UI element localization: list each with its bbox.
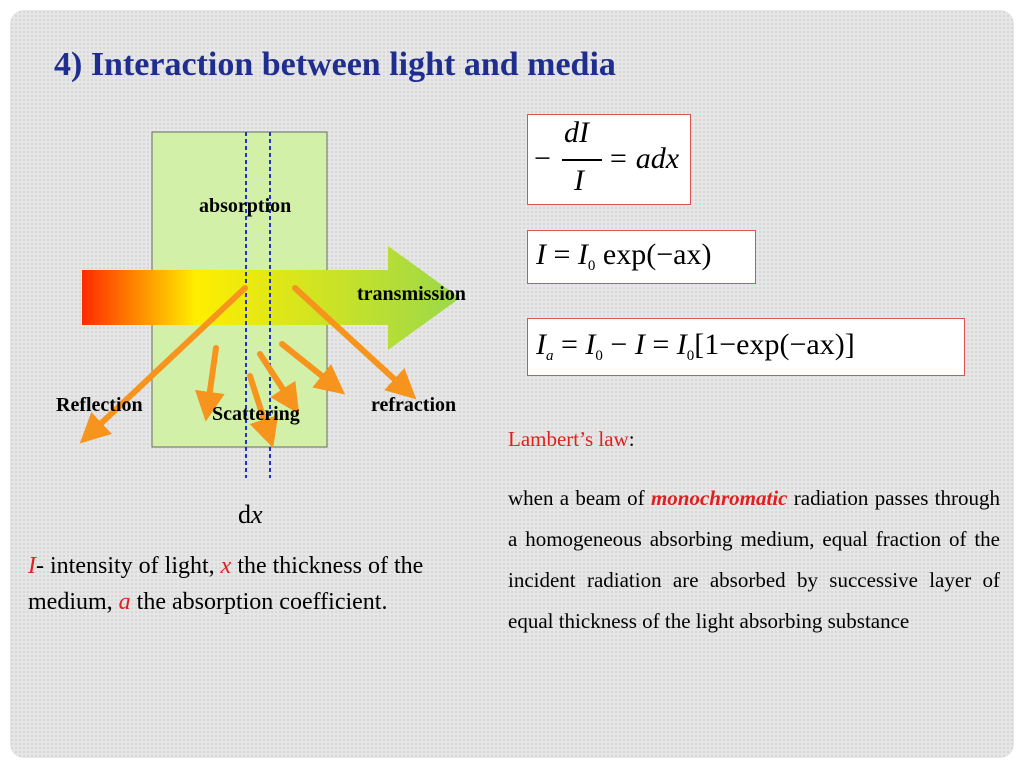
lambert-text-after: radiation passes through a homogeneous a… <box>508 486 1000 633</box>
eq1-numerator: dI <box>564 116 589 149</box>
scattering-label: Scattering <box>212 403 300 425</box>
eq2-exp: exp(−ax) <box>602 238 712 271</box>
scattering-arrow-3 <box>257 351 300 415</box>
eq3-Ia: I <box>536 328 546 361</box>
eq1-minus: − <box>534 142 551 175</box>
eq2-I0: I <box>577 238 588 271</box>
dx-x: x <box>251 500 263 529</box>
absorption-label: absorption <box>199 195 291 217</box>
eq1-fraction-bar <box>562 159 602 161</box>
reflection-arrow <box>79 285 248 444</box>
eq3-expression: Ia = I0 − I = I0[1−exp(−ax)] <box>536 328 855 365</box>
eq3-I0-first: I <box>585 328 596 361</box>
legend-text-2: the thickness of the medium, <box>28 553 424 615</box>
lambert-law-colon: : <box>628 427 635 451</box>
legend-var-a: a <box>118 589 131 615</box>
lambert-highlight: monochromatic <box>650 486 788 510</box>
eq3-equals-1: = <box>561 328 578 361</box>
eq3-subscript-0-first: 0 <box>595 348 603 364</box>
equation-3-box: Ia = I0 − I = I0[1−exp(−ax)] <box>527 318 965 376</box>
eq3-subscript-0-second: 0 <box>686 348 695 364</box>
dx-d: d <box>238 500 251 529</box>
reflection-label: Reflection <box>56 394 143 416</box>
legend-text-3: the absorption coefficient. <box>130 589 388 615</box>
refraction-label: refraction <box>371 394 456 416</box>
dx-label: dx <box>238 500 263 530</box>
eq3-I: I <box>634 328 645 361</box>
eq2-expression: I = I0 exp(−ax) <box>536 238 711 275</box>
eq3-equals-2: = <box>652 328 670 361</box>
refraction-arrow <box>292 285 417 400</box>
scattering-arrow-2 <box>247 373 279 448</box>
scattering-arrow-4 <box>279 341 346 395</box>
legend-text-1: - intensity of light, <box>36 553 221 579</box>
eq2-lhs: I <box>536 238 546 271</box>
page-title: 4) Interaction between light and media <box>54 46 616 83</box>
scattering-arrow-1 <box>194 345 225 422</box>
eq1-denominator: I <box>574 164 584 197</box>
equation-1-box: − dI I = adx <box>527 114 691 205</box>
variable-legend: I- intensity of light, x the thickness o… <box>28 548 478 620</box>
eq2-equals: = <box>553 238 571 271</box>
eq1-rhs: = adx <box>608 142 680 175</box>
legend-var-I: I <box>28 553 36 579</box>
light-beam-arrow <box>82 246 460 350</box>
equation-2-box: I = I0 exp(−ax) <box>527 230 756 284</box>
eq3-subscript-a: a <box>546 348 554 364</box>
lambert-law-label: Lambert’s law: <box>508 427 635 452</box>
lambert-law-title: Lambert’s law <box>508 427 629 451</box>
lambert-law-description: when a beam of monochromatic radiation p… <box>508 478 1000 642</box>
lambert-text-before: when a beam of <box>508 486 651 510</box>
eq3-minus: − <box>610 328 628 361</box>
eq3-bracket: [1−exp(−ax)] <box>694 328 855 361</box>
eq3-I0-second: I <box>676 328 687 361</box>
eq2-subscript-0: 0 <box>587 258 596 274</box>
legend-var-x: x <box>220 553 232 579</box>
transmission-label: transmission <box>357 283 466 305</box>
